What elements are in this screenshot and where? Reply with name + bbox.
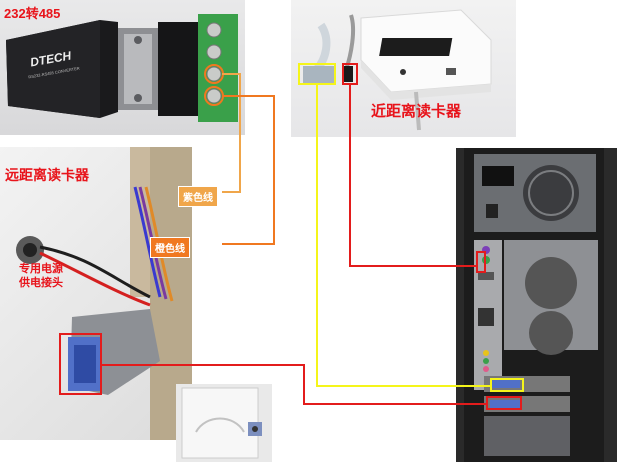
far-reader-illustration — [16, 147, 192, 440]
orange-wire-tag: 橙色线 — [150, 237, 190, 258]
far-reader-label: 远距离读卡器 — [5, 167, 89, 183]
pc-rear-illustration — [464, 148, 604, 462]
near-reader-photo: 近距离读卡器 — [291, 0, 516, 137]
converter-illustration — [6, 14, 238, 122]
converter-title: 232转485 — [4, 6, 61, 21]
pc-com-port-highlight-red — [486, 396, 522, 410]
converter-photo: 232转485 DTECH RS232-RS485 CONVERTER — [0, 0, 245, 135]
usb-port-highlight-red — [342, 63, 358, 85]
far-reader-photo: 远距离读卡器 专用电源 供电接头 — [0, 147, 192, 440]
serial-port-highlight-yellow — [298, 63, 336, 85]
power-label-line2: 供电接头 — [19, 277, 63, 289]
purple-wire-tag: 紫色线 — [178, 186, 218, 207]
pc-rear-photo — [456, 148, 617, 462]
far-reader-port-highlight — [59, 333, 102, 395]
antenna-illustration — [181, 387, 262, 459]
near-reader-label: 近距离读卡器 — [371, 103, 462, 120]
antenna-photo — [176, 384, 272, 462]
power-label-line1: 专用电源 — [19, 263, 63, 275]
pc-com-port-highlight-yellow — [490, 378, 524, 392]
pc-usb-port-highlight — [476, 251, 486, 273]
